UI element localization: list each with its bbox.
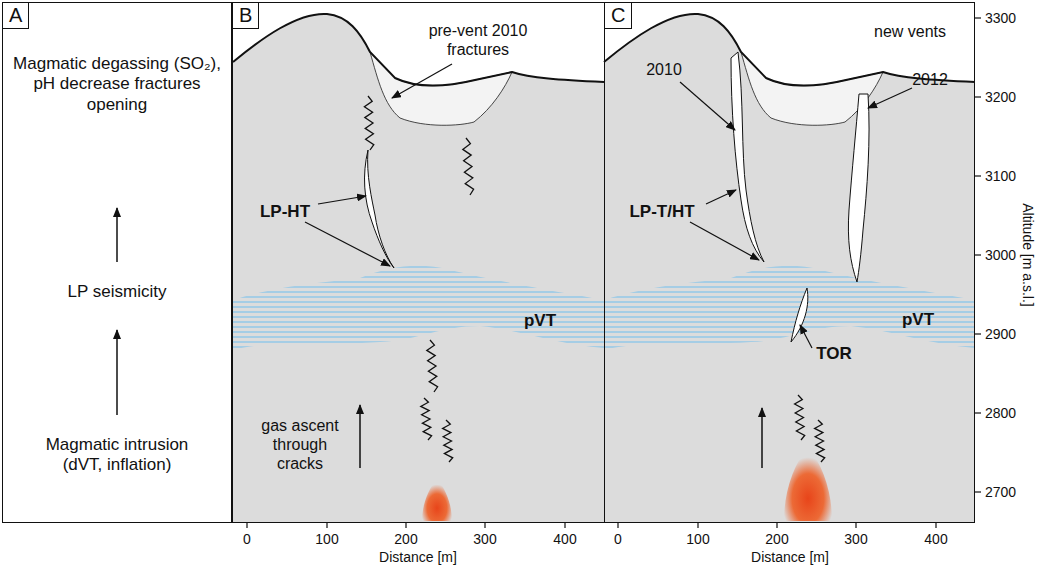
axis-tick <box>975 17 981 18</box>
process-text: Magmatic degassing (SO₂), pH decrease fr… <box>4 54 230 115</box>
axis-title: Altitude [m a.s.l.] <box>1020 203 1037 306</box>
tick-label: 3200 <box>985 89 1016 106</box>
fracture-line <box>463 138 474 195</box>
ascent-arrow <box>761 408 763 468</box>
open-crack <box>365 150 394 268</box>
callout-label: new vents <box>874 22 946 41</box>
tick-label: 300 <box>844 531 867 548</box>
leader-arrow <box>318 196 366 204</box>
axis-title: Distance [m] <box>751 549 829 566</box>
ascent-arrow <box>359 405 361 468</box>
leader-arrow <box>680 82 735 130</box>
fracture-line <box>443 420 453 462</box>
fracture-line <box>364 96 373 150</box>
callout-label: TOR <box>816 344 852 364</box>
tick-label: 200 <box>394 531 417 548</box>
callout-label: pre-vent 2010 fractures <box>413 21 543 59</box>
panel-letter: B <box>232 2 259 29</box>
axis-tick <box>975 254 981 255</box>
leader-arrow <box>706 190 736 204</box>
fracture-line <box>427 340 438 392</box>
terrain-b <box>233 14 604 522</box>
zone-label: pVT <box>524 311 556 331</box>
leader-arrow <box>305 222 390 266</box>
tick-label: 3300 <box>985 10 1016 27</box>
axis-tick <box>975 96 981 97</box>
tick-label: 2800 <box>985 405 1016 422</box>
magma <box>422 478 452 521</box>
tick-label: 0 <box>243 531 251 548</box>
zone-label: pVT <box>902 310 934 330</box>
tick-label: 2900 <box>985 326 1016 343</box>
axis-tick <box>975 491 981 492</box>
flow-arrow <box>116 330 118 415</box>
axis-tick <box>975 175 981 176</box>
tick-label: 3100 <box>985 168 1016 185</box>
callout-label: 2010 <box>646 60 682 79</box>
process-text: Magmatic intrusion (dVT, inflation) <box>25 435 210 476</box>
axis-tick <box>975 333 981 334</box>
tick-label: 400 <box>924 531 947 548</box>
vent-2010 <box>731 52 764 262</box>
callout-label: 2012 <box>912 70 948 89</box>
tick-label: 2700 <box>985 484 1016 501</box>
vent-2012 <box>848 94 869 282</box>
fracture-line <box>421 398 432 440</box>
callout-label: LP-HT <box>260 202 310 222</box>
tick-label: 300 <box>473 531 496 548</box>
leader-arrow <box>690 222 759 260</box>
fracture-line <box>795 395 805 440</box>
tick-label: 0 <box>614 531 622 548</box>
callout-label: gas ascent through cracks <box>248 416 352 474</box>
tick-label: 400 <box>553 531 576 548</box>
terrain-c <box>604 14 975 522</box>
tick-label: 200 <box>765 531 788 548</box>
callout-label: LP-T/HT <box>629 202 694 222</box>
flow-arrow <box>116 208 118 262</box>
tick-label: 100 <box>686 531 709 548</box>
fracture-line <box>815 420 825 462</box>
leader-arrow <box>868 88 912 108</box>
tick-label: 100 <box>315 531 338 548</box>
panel-letter: C <box>604 2 632 29</box>
process-text: LP seismicity <box>68 282 167 302</box>
tick-label: 3000 <box>985 247 1016 264</box>
panel-letter: A <box>2 2 29 29</box>
axis-tick <box>975 412 981 413</box>
axis-title: Distance [m] <box>379 549 457 566</box>
leader-arrow <box>800 325 812 348</box>
leader-arrow <box>392 64 452 98</box>
